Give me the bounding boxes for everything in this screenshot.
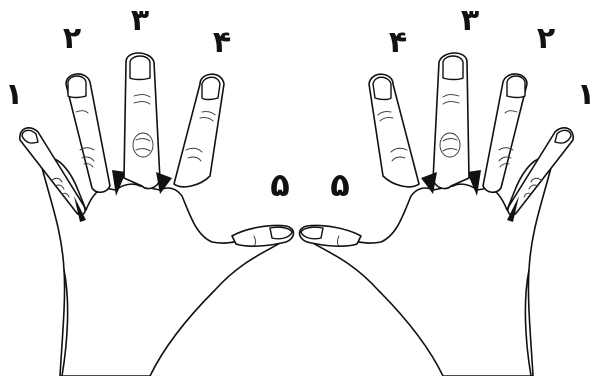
left-index-finger-nail [202,77,220,99]
right-hand [300,53,574,376]
left-thumb-number: ۵ [270,166,290,204]
left-little-finger-number: ۱ [5,77,23,112]
right-little-finger-number: ۱ [577,77,593,112]
right-thumb-number: ۵ [330,166,350,204]
left-middle-finger-nail [130,56,150,80]
left-index-finger-number: ۴ [213,25,231,60]
right-index-finger-number: ۴ [389,25,407,60]
left-middle-finger-number: ۳ [131,3,149,38]
right-middle-finger-number: ۳ [461,3,479,38]
left-hand-palm-outline [40,157,287,376]
left-hand [20,53,294,376]
left-ring-finger-nail [68,76,86,98]
left-ring-finger-number: ۲ [63,21,81,56]
right-ring-finger-nail [507,76,525,98]
right-middle-finger-nail [443,56,463,80]
right-ring-finger-number: ۲ [537,21,555,56]
right-index-finger-nail [373,77,391,99]
